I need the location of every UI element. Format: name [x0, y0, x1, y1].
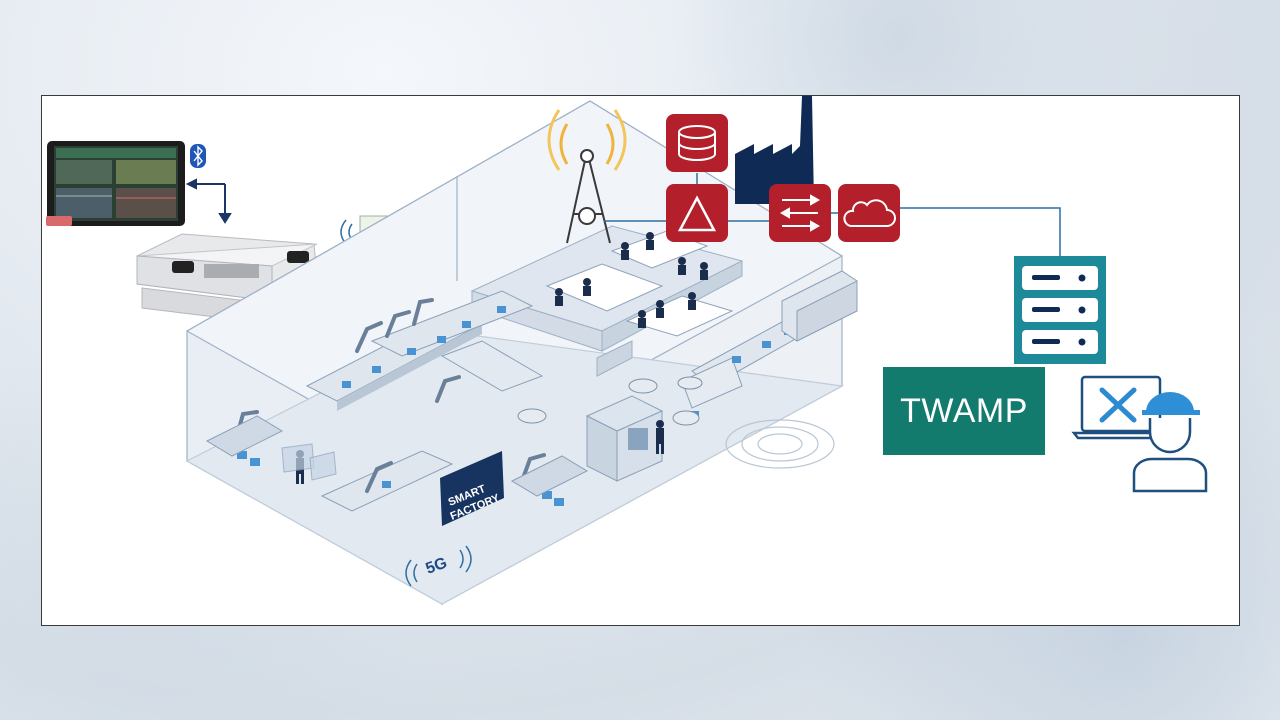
triangle-icon	[666, 184, 728, 242]
floor-signal-rings	[725, 419, 835, 469]
delivery-truck	[781, 270, 858, 342]
ar-glass-panel	[281, 443, 337, 481]
connection-arrows	[185, 178, 232, 224]
network-links	[604, 173, 1061, 256]
office-platform	[470, 225, 744, 377]
factory-icon	[735, 96, 814, 204]
floor-5g-signal: 5G	[405, 545, 472, 587]
server-rack-icon	[1014, 256, 1106, 364]
antenna-tower-icon	[547, 109, 627, 244]
diagram-frame: 5G	[41, 95, 1240, 626]
tablet-device	[46, 141, 185, 226]
database-icon	[666, 114, 728, 172]
cnc-machine	[585, 395, 664, 482]
smart-factory-diagram: 5G	[46, 96, 1208, 606]
bluetooth-icon	[190, 144, 206, 168]
laptop-tools-icon	[1071, 375, 1171, 440]
agv-robots	[517, 376, 703, 426]
cloud-icon	[838, 184, 900, 242]
floor-5g-label: 5G	[424, 554, 450, 577]
arrows-exchange-icon	[769, 184, 831, 242]
engineer-icon	[1132, 392, 1208, 493]
twamp-label-box: TWAMP	[883, 367, 1045, 455]
